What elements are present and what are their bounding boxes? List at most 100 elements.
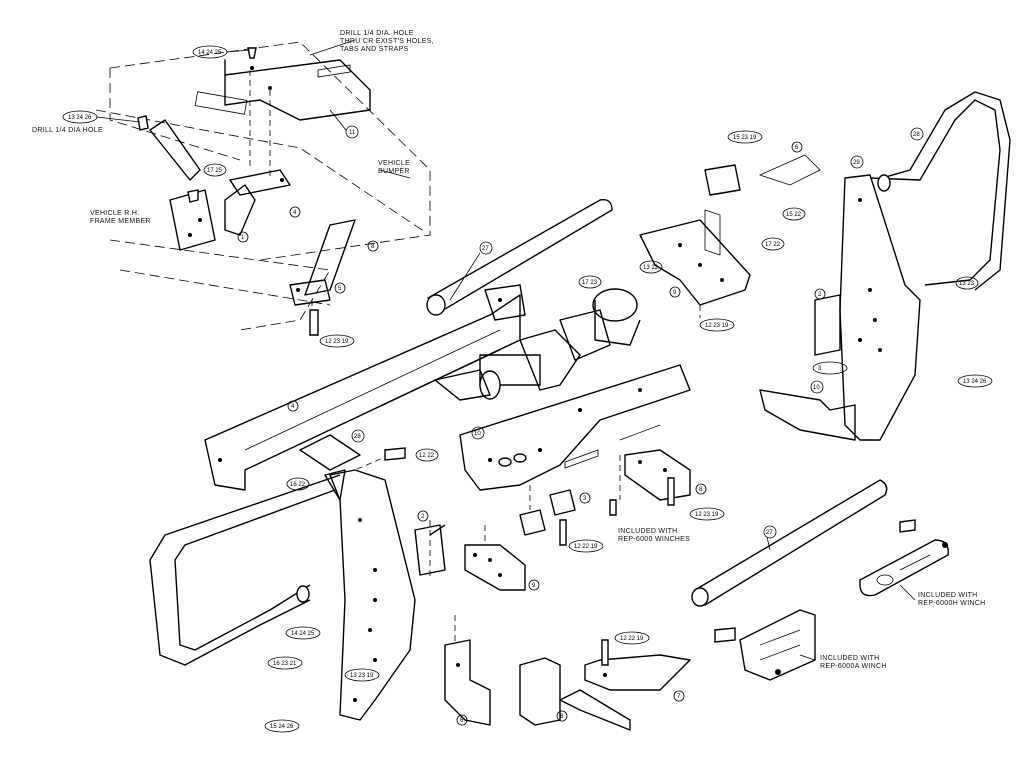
svg-text:2: 2 <box>421 514 425 520</box>
svg-text:28: 28 <box>913 132 920 138</box>
svg-text:8: 8 <box>699 487 703 493</box>
svg-text:17 23: 17 23 <box>582 280 598 286</box>
svg-text:4: 4 <box>291 404 295 410</box>
bracket-7 <box>584 639 691 691</box>
callout-c29: 28 <box>351 429 365 443</box>
callout-c6: 1 <box>237 231 249 243</box>
bracket-2-left <box>414 520 446 580</box>
bracket-9 <box>639 154 821 318</box>
svg-text:12 22 19: 12 22 19 <box>574 544 598 550</box>
callout-c32: 12 23 19 <box>689 507 725 521</box>
mounting-plate-10 <box>459 364 691 546</box>
callout-c1: 14 24 25 <box>192 45 228 59</box>
callout-c41: 8 <box>556 710 568 722</box>
callout-c26: 4 <box>287 400 299 412</box>
svg-text:17 25: 17 25 <box>207 168 223 174</box>
svg-text:7: 7 <box>677 694 681 700</box>
side-plate-left <box>149 434 416 721</box>
svg-text:9: 9 <box>673 290 677 296</box>
callout-c45: 6 <box>456 714 468 726</box>
svg-text:13 24 26: 13 24 26 <box>68 115 92 121</box>
svg-text:15 24 26: 15 24 26 <box>270 724 294 730</box>
callout-bubbles: 14 24 25 13 24 26 11 17 25 4 1 8 5 12 23… <box>62 45 993 733</box>
callout-c14: 15 22 <box>782 207 806 221</box>
callout-c27: 12 22 <box>415 448 439 462</box>
svg-text:27: 27 <box>482 246 489 252</box>
callout-c37: 14 24 25 <box>285 626 321 640</box>
callout-c21: 2 <box>814 288 826 300</box>
svg-text:13 22: 13 22 <box>643 265 659 271</box>
svg-text:1: 1 <box>241 235 245 241</box>
callout-c30: 10 <box>471 426 485 440</box>
svg-text:4: 4 <box>293 210 297 216</box>
note-drill-left: DRILL 1/4 DIA HOLE <box>32 127 103 134</box>
callout-c3: 11 <box>345 125 359 139</box>
hawse-fairlead <box>859 519 949 597</box>
callout-c39: 13 23 19 <box>344 668 380 682</box>
callout-c38: 16 23 21 <box>267 656 303 670</box>
svg-text:3: 3 <box>818 366 822 372</box>
roller-fairlead <box>714 609 816 681</box>
svg-text:14 24 25: 14 24 25 <box>198 50 222 56</box>
svg-text:13 24 26: 13 24 26 <box>963 379 987 385</box>
callout-c43: 12 22 19 <box>614 631 650 645</box>
callout-c7: 8 <box>367 240 379 252</box>
callout-c44: 7 <box>673 690 685 702</box>
channel-member-4 <box>204 284 526 491</box>
svg-text:6: 6 <box>795 145 799 151</box>
svg-text:15 23 19: 15 23 19 <box>733 135 757 141</box>
callout-c24: 10 <box>810 380 824 394</box>
bracket-8-mid <box>624 449 691 506</box>
svg-text:3: 3 <box>583 496 587 502</box>
svg-text:13 23 19: 13 23 19 <box>350 673 374 679</box>
callout-c42: 27 <box>763 525 777 539</box>
svg-text:8: 8 <box>560 714 564 720</box>
callout-c2: 13 24 26 <box>62 110 98 124</box>
bracket-6 <box>464 525 526 591</box>
callout-c4: 17 25 <box>203 163 227 177</box>
callout-c12: 15 23 19 <box>727 130 763 144</box>
pipe-27-upper <box>426 199 613 316</box>
svg-text:8: 8 <box>371 244 375 250</box>
svg-text:5: 5 <box>338 286 342 292</box>
side-plate-right <box>759 91 1011 441</box>
svg-text:29: 29 <box>853 160 860 166</box>
svg-text:16 23 21: 16 23 21 <box>273 661 297 667</box>
leader-lines <box>96 39 916 661</box>
callout-c28: 16 22 <box>286 477 310 491</box>
callout-c35: 2 <box>417 510 429 522</box>
callout-c13: 6 <box>791 141 803 153</box>
svg-text:10: 10 <box>474 431 481 437</box>
svg-text:27: 27 <box>766 530 773 536</box>
svg-text:28: 28 <box>354 434 361 440</box>
svg-text:12 22 19: 12 22 19 <box>620 636 644 642</box>
svg-text:14 24 25: 14 24 25 <box>291 631 315 637</box>
callout-c17: 13 22 <box>639 260 663 274</box>
callout-c20: 28 <box>910 127 924 141</box>
svg-text:15 22: 15 22 <box>786 212 802 218</box>
bracket-9-bottom <box>444 615 491 726</box>
svg-text:13 23: 13 23 <box>959 281 975 287</box>
callout-c25: 3 <box>812 361 848 375</box>
callout-c9: 12 23 19 <box>319 334 355 348</box>
svg-text:9: 9 <box>532 583 536 589</box>
callout-c33: 3 <box>579 492 591 504</box>
pipe-27-lower <box>691 479 888 607</box>
callout-c8: 5 <box>334 282 346 294</box>
winch <box>434 288 641 401</box>
callout-c16: 17 23 <box>578 275 602 289</box>
bracket-8-bottom <box>519 657 631 731</box>
svg-text:6: 6 <box>460 718 464 724</box>
callout-c31: 8 <box>695 483 707 495</box>
callout-c11: 29 <box>850 155 864 169</box>
callout-c36: 9 <box>528 579 540 591</box>
svg-text:16 22: 16 22 <box>290 482 306 488</box>
callout-c5: 4 <box>289 206 301 218</box>
callout-c15: 17 22 <box>761 237 785 251</box>
note-drill-top: DRILL 1/4 DIA. HOLE THRU CR EXIST'S HOLE… <box>340 30 434 53</box>
svg-text:12 23 19: 12 23 19 <box>695 512 719 518</box>
